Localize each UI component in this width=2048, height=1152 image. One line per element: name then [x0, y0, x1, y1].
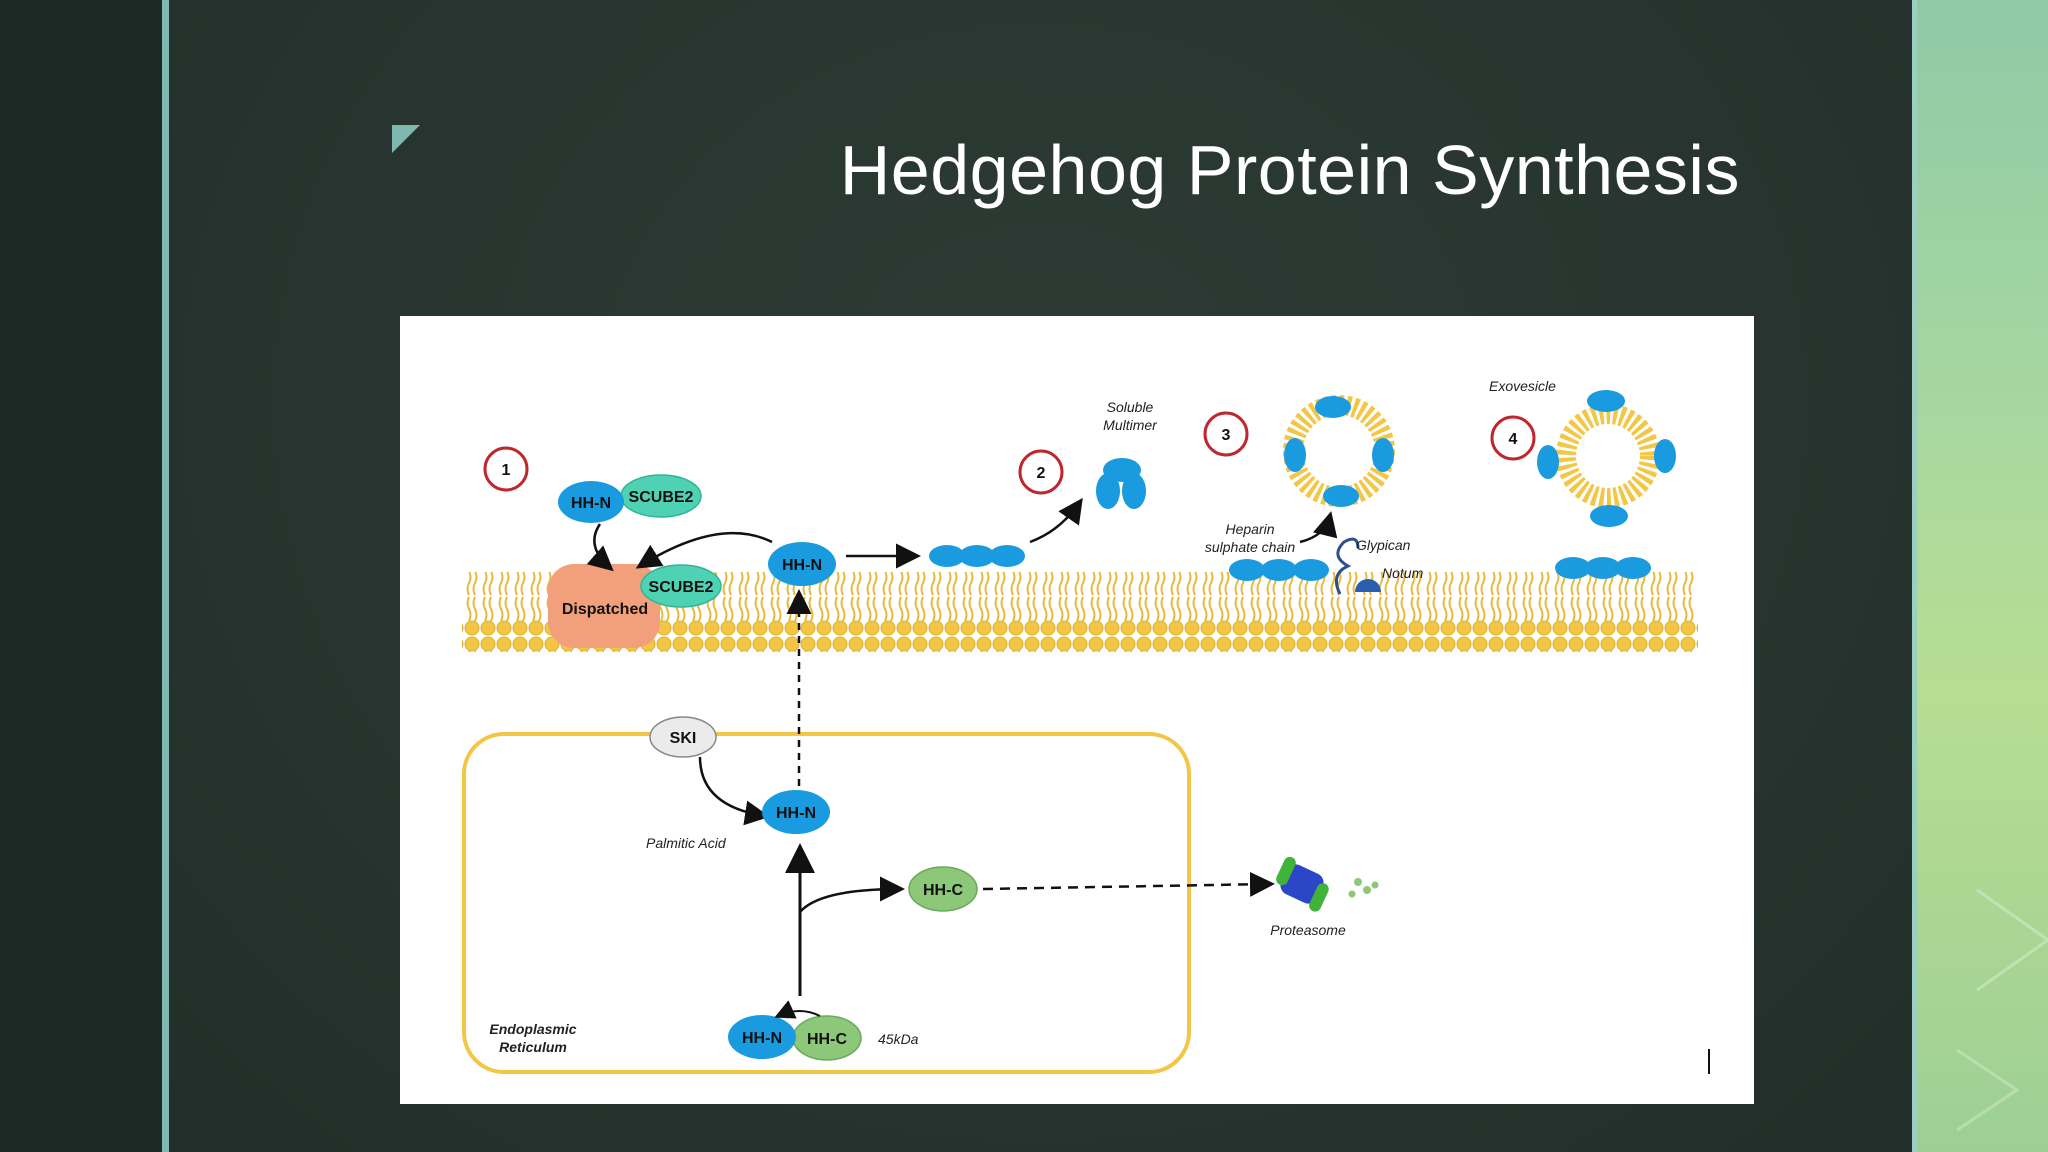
svg-text:HH-N: HH-N: [571, 495, 611, 512]
exovesicle: [1537, 390, 1676, 527]
right-accent-line: [1912, 0, 1917, 1152]
svg-text:Glypican: Glypican: [1356, 537, 1411, 553]
corner-triangle-icon: [392, 125, 420, 153]
svg-text:3: 3: [1222, 427, 1231, 444]
proteasome: [1276, 856, 1379, 912]
hhn-chain-4: [1555, 557, 1651, 579]
step-4-marker: 4: [1490, 415, 1536, 461]
left-band: [0, 0, 162, 1152]
svg-text:Heparin: Heparin: [1225, 521, 1274, 537]
hhc-er: [908, 866, 978, 912]
svg-text:2: 2: [1037, 465, 1046, 482]
step-3-marker: 3: [1203, 411, 1249, 457]
glypican-shape: [1334, 537, 1360, 595]
svg-text:SCUBE2: SCUBE2: [649, 579, 714, 596]
soluble-multimer: [1096, 458, 1146, 509]
svg-text:Notum: Notum: [1382, 565, 1424, 581]
right-decor-panel: [1917, 0, 2048, 1152]
svg-text:SCUBE2: SCUBE2: [629, 489, 694, 506]
svg-text:HH-N: HH-N: [776, 805, 816, 822]
svg-text:4: 4: [1509, 431, 1518, 448]
ski-protein: [649, 716, 717, 758]
svg-text:sulphate chain: sulphate chain: [1205, 539, 1296, 555]
svg-text:HH-C: HH-C: [923, 882, 963, 899]
endoplasmic-reticulum-box: [462, 732, 1191, 1074]
svg-text:HH-N: HH-N: [782, 557, 822, 574]
svg-text:Reticulum: Reticulum: [499, 1039, 567, 1055]
svg-text:Exovesicle: Exovesicle: [1489, 378, 1556, 394]
svg-text:Multimer: Multimer: [1103, 417, 1158, 433]
dispatched-label: Dispatched: [562, 601, 648, 618]
svg-text:SKI: SKI: [670, 730, 697, 747]
svg-text:HH-C: HH-C: [807, 1031, 847, 1048]
svg-text:Endoplasmic: Endoplasmic: [489, 1021, 576, 1037]
hhn-membrane: [768, 542, 836, 586]
svg-text:Palmitic Acid: Palmitic Acid: [646, 835, 727, 851]
scube2-membrane: [640, 564, 722, 608]
svg-text:Soluble: Soluble: [1107, 399, 1154, 415]
svg-text:Proteasome: Proteasome: [1270, 922, 1346, 938]
hhn-chain-heparin: [1229, 559, 1329, 581]
left-accent-line: [162, 0, 169, 1152]
lipoprotein-vesicle-3: [1283, 395, 1395, 507]
hhn-er: [762, 790, 830, 834]
hedgehog-diagram: 1 2 3 4 Dispatched SCUBE2 SCUBE2 HH-N HH…: [400, 316, 1754, 1104]
dispatched-protein: [548, 564, 660, 648]
svg-text:1: 1: [502, 462, 511, 479]
hhn-precursor: [728, 1015, 796, 1059]
step-2-marker: 2: [1018, 449, 1064, 495]
notum-shape: [1355, 579, 1381, 592]
hhn-released: [558, 481, 624, 523]
hhn-chain-2: [929, 545, 1025, 567]
slide-title: Hedgehog Protein Synthesis: [839, 131, 1740, 209]
step-1-marker: 1: [483, 446, 529, 492]
svg-text:45kDa: 45kDa: [878, 1031, 919, 1047]
svg-text:HH-N: HH-N: [742, 1030, 782, 1047]
